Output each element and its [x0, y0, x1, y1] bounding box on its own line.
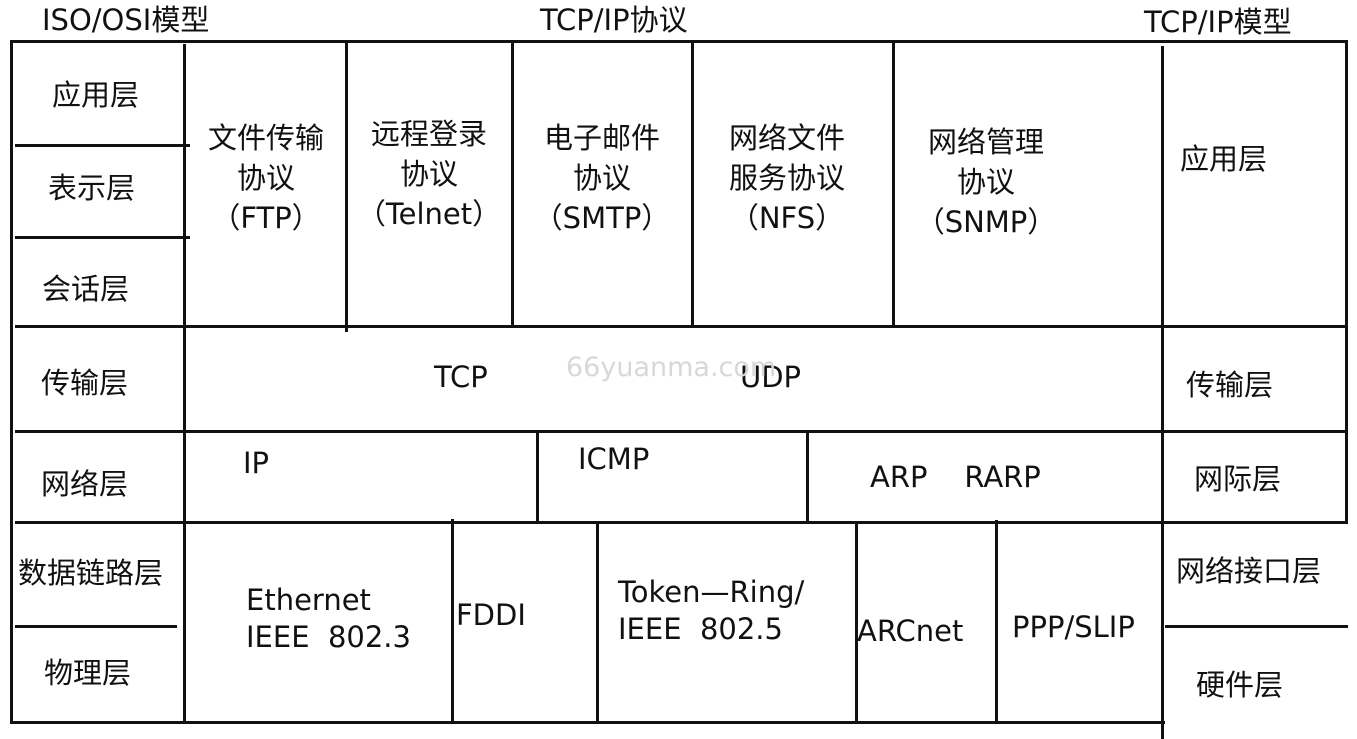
- grid-line-iso-column: [183, 44, 186, 724]
- grid-line-network-link: [15, 521, 1348, 524]
- tcpip-transport-layer: 传输层: [1186, 368, 1274, 402]
- snmp-protocol: 网络管理 协议 （SNMP）: [915, 125, 1057, 239]
- grid-left-border: [10, 40, 13, 724]
- grid-top-border: [10, 40, 1348, 43]
- iso-physical-layer: 物理层: [44, 656, 132, 690]
- watermark: 66yuanma.com: [566, 352, 777, 383]
- iso-transport-layer: 传输层: [41, 366, 129, 400]
- grid-line-ip-icmp: [536, 433, 539, 524]
- grid-line-fddi-token: [596, 524, 599, 721]
- ftp-protocol: 文件传输 协议 （FTP）: [207, 121, 324, 235]
- tcpip-network-interface-layer: 网络接口层: [1176, 554, 1322, 588]
- grid-line-app-pres: [15, 144, 190, 147]
- grid-line-nfs-snmp: [892, 42, 895, 327]
- grid-line-tcpip-column: [1161, 46, 1164, 739]
- ethernet-protocol: Ethernet IEEE 802.3: [246, 583, 411, 654]
- grid-line-pres-session: [15, 236, 190, 239]
- grid-line-interface-hardware: [1165, 625, 1348, 628]
- iso-datalink-layer: 数据链路层: [18, 556, 164, 590]
- grid-line-arcnet-ppp: [995, 520, 998, 721]
- grid-line-icmp-arp: [806, 433, 809, 524]
- icmp-protocol: ICMP: [578, 442, 650, 476]
- iso-network-layer: 网络层: [41, 467, 129, 501]
- grid-right-border: [1345, 40, 1348, 524]
- grid-line-app-transport: [15, 325, 1348, 328]
- iso-session-layer: 会话层: [42, 272, 130, 306]
- grid-line-ftp-telnet: [345, 42, 348, 332]
- token-ring-protocol: Token—Ring/ IEEE 802.5: [618, 575, 805, 646]
- arp-rarp-protocol: ARP RARP: [870, 460, 1041, 494]
- grid-line-smtp-nfs: [691, 42, 694, 327]
- tcpip-application-layer: 应用层: [1180, 142, 1268, 176]
- grid-line-transport-network: [15, 430, 1348, 433]
- iso-presentation-layer: 表示层: [48, 171, 136, 205]
- tcp-protocol: TCP: [434, 360, 488, 394]
- tcpip-model-header: TCP/IP模型: [1144, 5, 1292, 39]
- fddi-protocol: FDDI: [456, 598, 526, 632]
- iso-osi-model-header: ISO/OSI模型: [42, 3, 210, 37]
- iso-application-layer: 应用层: [52, 78, 140, 112]
- udp-protocol: UDP: [740, 360, 802, 394]
- ip-protocol: IP: [243, 446, 270, 480]
- grid-line-telnet-smtp: [511, 42, 514, 327]
- grid-line-link-physical: [15, 625, 177, 628]
- grid-bottom-border: [10, 721, 1165, 724]
- ppp-slip-protocol: PPP/SLIP: [1012, 610, 1135, 644]
- tcpip-hardware-layer: 硬件层: [1196, 668, 1284, 702]
- tcpip-protocols-header: TCP/IP协议: [540, 3, 688, 37]
- smtp-protocol: 电子邮件 协议 （SMTP）: [533, 121, 671, 235]
- telnet-protocol: 远程登录 协议 （Telnet）: [356, 117, 502, 231]
- arcnet-protocol: ARCnet: [857, 614, 964, 648]
- nfs-protocol: 网络文件 服务协议 （NFS）: [728, 121, 845, 235]
- grid-line-ethernet-fddi: [451, 519, 454, 721]
- grid-line-token-arcnet: [855, 524, 858, 721]
- tcpip-internet-layer: 网际层: [1194, 462, 1282, 496]
